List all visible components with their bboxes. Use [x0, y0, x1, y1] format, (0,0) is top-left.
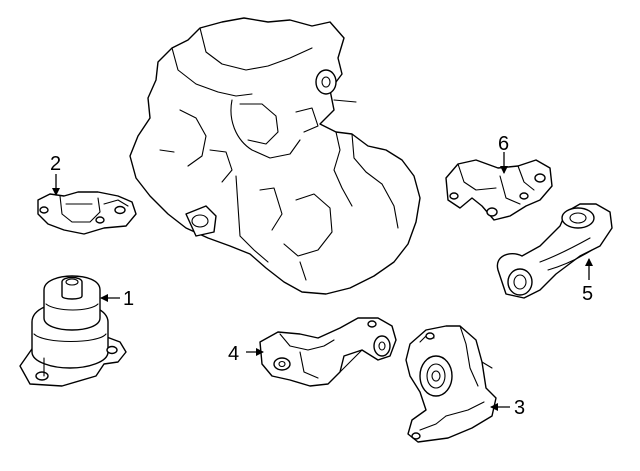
callout-2: 2: [50, 153, 61, 175]
mount-bracket-part-2: [37, 191, 137, 235]
dogbone-mount-part-5: [496, 203, 613, 299]
callout-1: 1: [123, 288, 134, 310]
upper-bracket-part-6: [445, 159, 553, 221]
transmission-mount-part-3: [405, 325, 497, 443]
callout-3: 3: [514, 397, 525, 419]
callout-6: 6: [498, 133, 509, 155]
engine-transmission-assembly: [129, 17, 421, 295]
engine-mount-part-1: [19, 275, 127, 387]
callout-5: 5: [582, 283, 593, 305]
callout-4: 4: [228, 343, 239, 365]
torque-rod-part-4: [259, 317, 397, 387]
